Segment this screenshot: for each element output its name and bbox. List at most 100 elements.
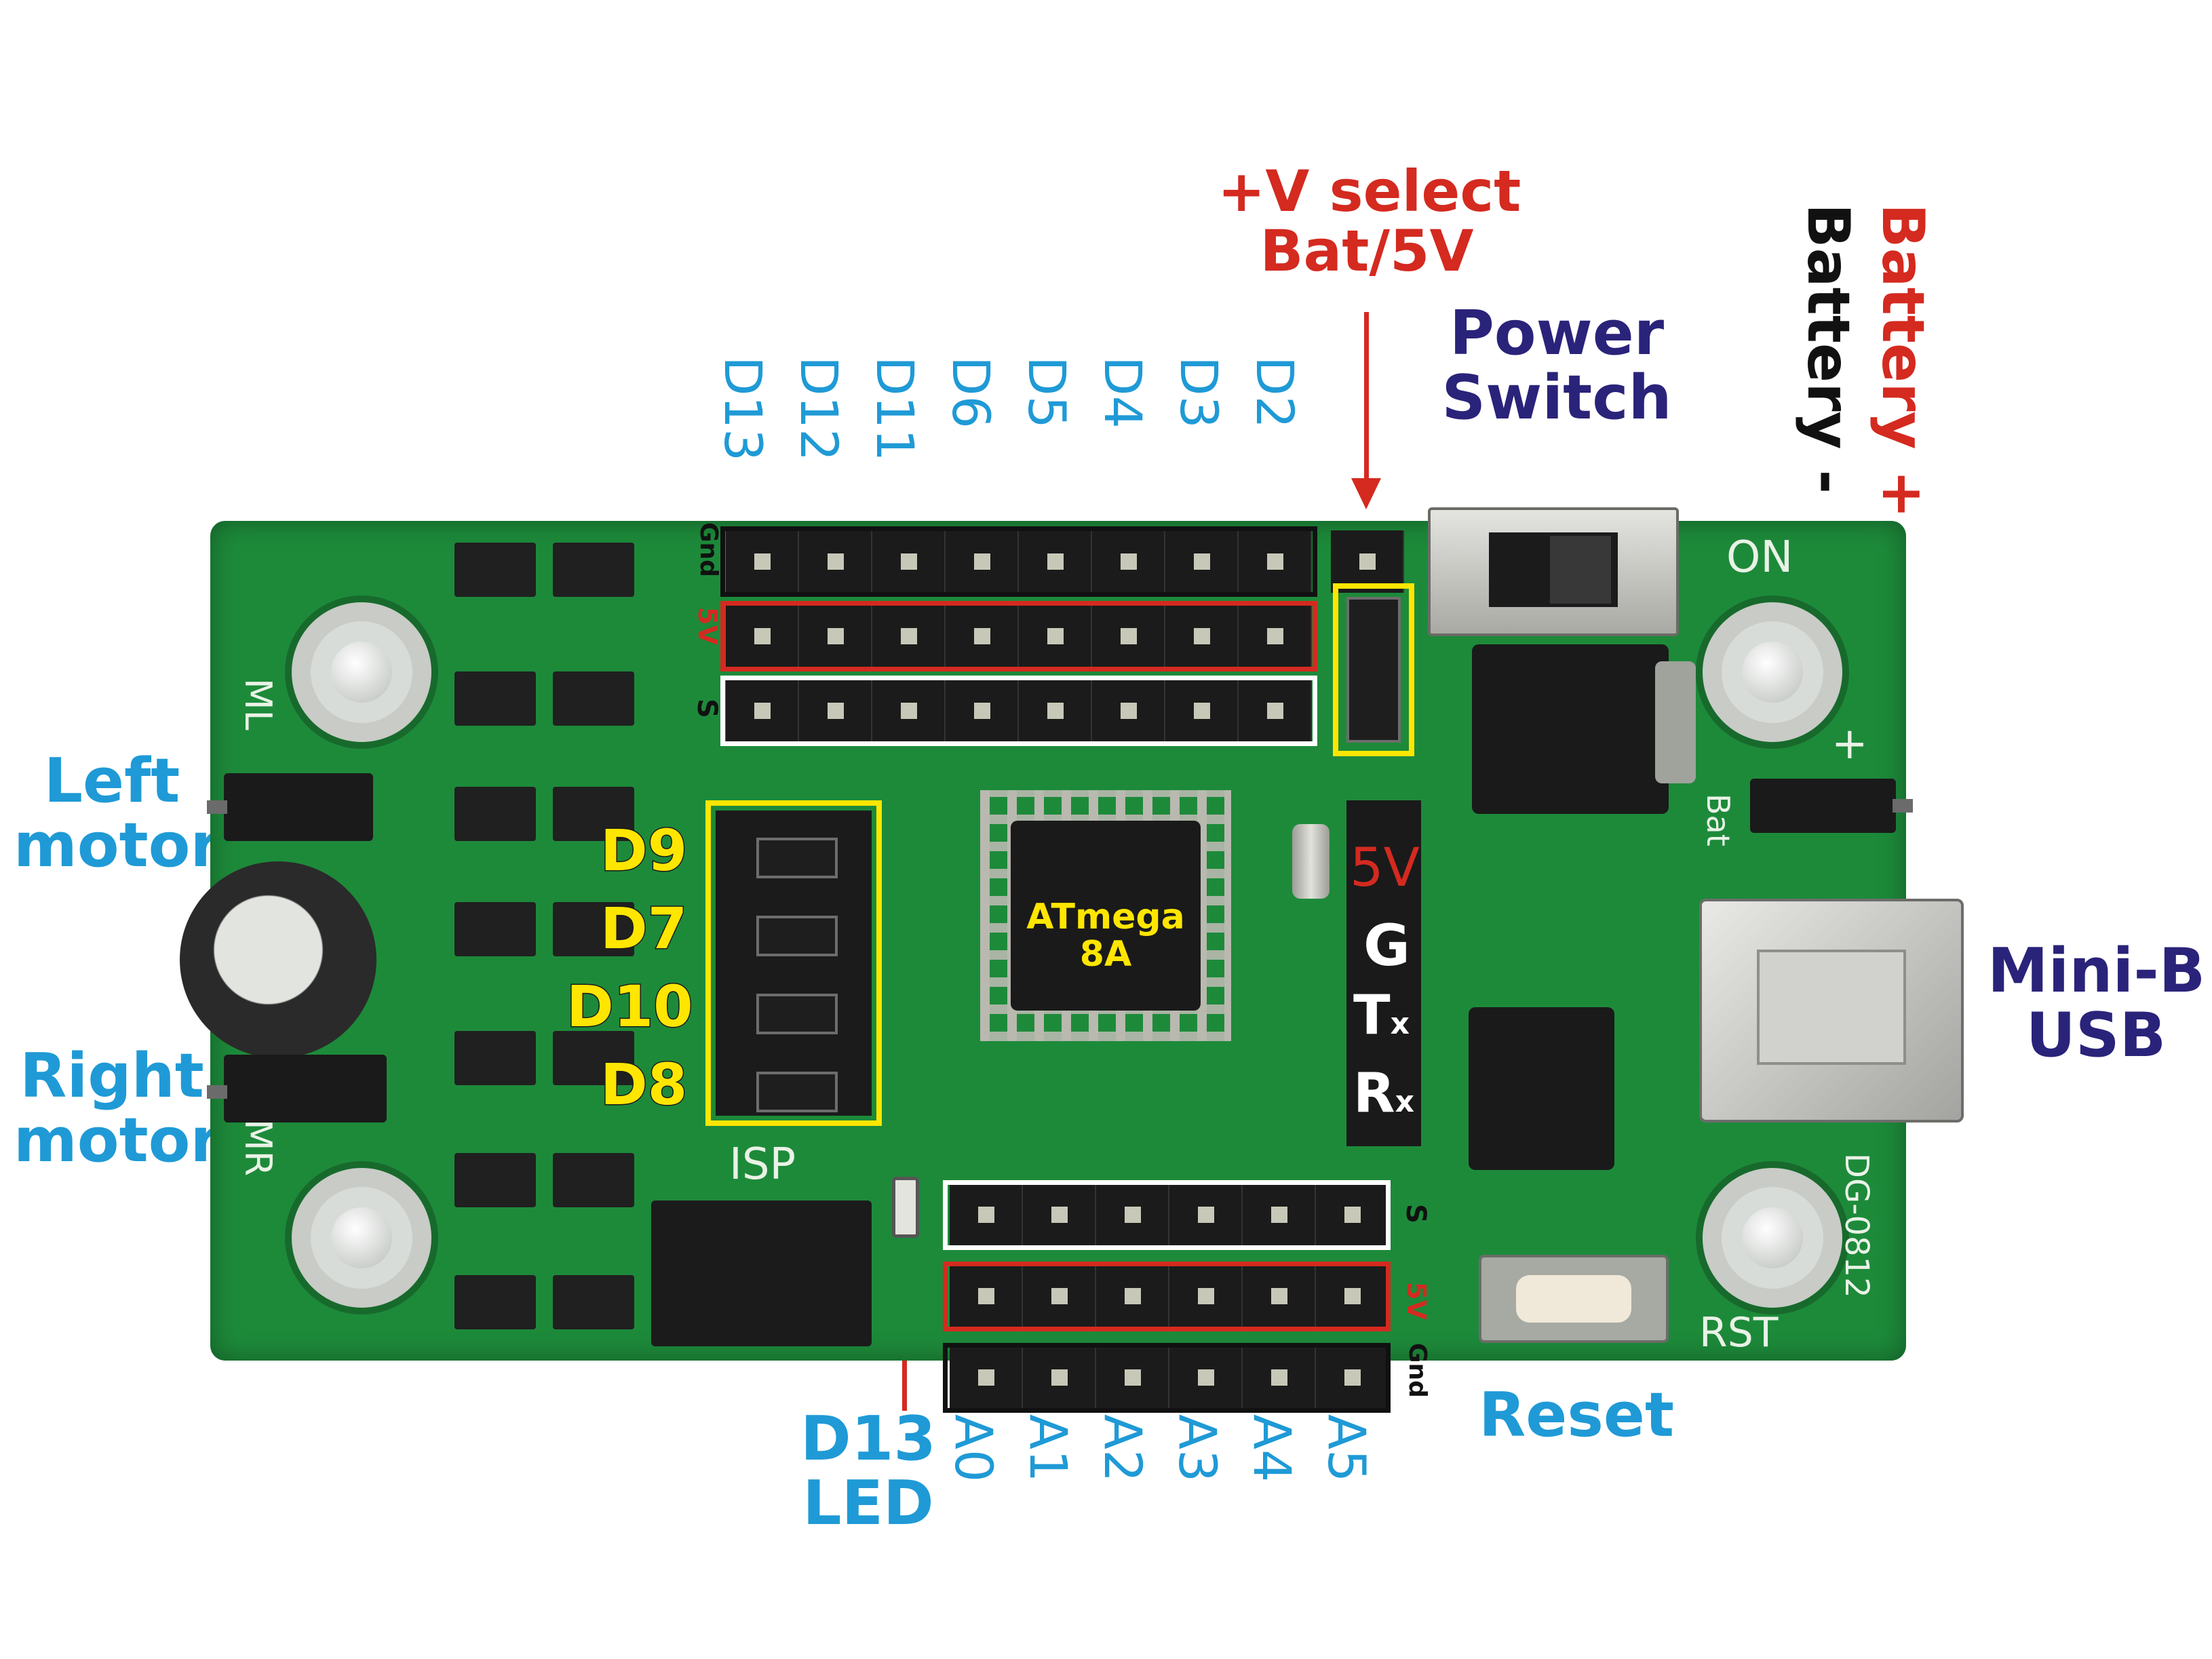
reset-label: Reset xyxy=(1479,1380,1674,1451)
left-motor-line1: Left xyxy=(43,745,180,817)
chip-label-line1: ATmega xyxy=(1026,897,1185,937)
pin-label-d5: D5 xyxy=(1017,356,1077,429)
motor-driver-11 xyxy=(454,1153,536,1207)
pin-label-a4: A4 xyxy=(1242,1414,1302,1483)
usb-interface-ic xyxy=(1469,1007,1614,1170)
motor-driver-8 xyxy=(553,902,634,956)
pin-label-d4: D4 xyxy=(1093,356,1153,429)
silk-plus: + xyxy=(1831,719,1868,769)
power-switch-line2: Switch xyxy=(1441,362,1672,433)
serial-rx: Rx xyxy=(1353,1061,1414,1125)
silk-mr: MR xyxy=(237,1119,279,1177)
chip-label-line2: 8A xyxy=(1079,933,1132,975)
pin-label-d12: D12 xyxy=(789,356,849,462)
v-select-label: +V select Bat/5V xyxy=(1218,158,1521,285)
silk-bat: Bat xyxy=(1700,794,1736,846)
mini-b-line1: Mini-B xyxy=(1987,935,2206,1007)
silk-gnd-bottom: Gnd xyxy=(1403,1343,1431,1398)
mini-b-line2: USB xyxy=(2025,999,2167,1071)
d13-led xyxy=(892,1177,919,1238)
motor-driver-9 xyxy=(454,1031,536,1085)
jumper-d10[interactable] xyxy=(756,994,838,1034)
battery-minus-label: Battery - xyxy=(1794,203,1862,494)
jumper-label-d8: D8 xyxy=(599,1051,688,1118)
right-motor-wire-stub xyxy=(207,1085,227,1099)
voltage-regulator xyxy=(1472,644,1669,814)
mount-hole-tr xyxy=(1703,602,1842,742)
pin-label-d2: D2 xyxy=(1245,356,1305,429)
pin-label-a1: A1 xyxy=(1018,1414,1079,1483)
motor-driver-6 xyxy=(553,787,634,841)
mount-hole-br xyxy=(1703,1168,1842,1308)
silk-ml: ML xyxy=(237,678,279,730)
motor-driver-5 xyxy=(454,787,536,841)
motor-driver-12 xyxy=(553,1153,634,1207)
v-select-line2: Bat/5V xyxy=(1260,218,1474,285)
left-motor-connector[interactable] xyxy=(224,773,373,841)
motor-driver-4 xyxy=(553,671,634,726)
pin-label-a2: A2 xyxy=(1093,1414,1153,1483)
usb-port-opening xyxy=(1757,950,1906,1065)
isp-header[interactable] xyxy=(651,1201,872,1346)
pin-label-a0: A0 xyxy=(944,1414,1004,1483)
highlight-top-gnd xyxy=(720,526,1317,597)
mount-hole-bl xyxy=(292,1168,431,1308)
regulator-tab xyxy=(1655,661,1696,783)
reset-button-cap[interactable] xyxy=(1516,1275,1631,1323)
header-top-5v xyxy=(726,605,1312,667)
header-top-signal xyxy=(726,680,1312,742)
silk-s-top: S xyxy=(691,699,722,718)
left-motor-line2: motor xyxy=(14,809,220,881)
highlight-bottom-5v xyxy=(943,1262,1391,1331)
battery-plus-label: Battery + xyxy=(1869,203,1937,519)
v-select-line1: +V select xyxy=(1218,158,1521,225)
jumper-d9[interactable] xyxy=(756,838,838,878)
silk-on: ON xyxy=(1726,532,1793,583)
silk-model: DG-0812 xyxy=(1838,1153,1876,1298)
d13-led-line1: D13 xyxy=(800,1403,936,1475)
atmega-chip xyxy=(1011,821,1201,1011)
left-motor-label: Left motor xyxy=(14,745,220,881)
motor-driver-1 xyxy=(454,543,536,597)
serial-tx-sub: x xyxy=(1390,1007,1410,1041)
chip-label: ATmega 8A xyxy=(1011,899,1201,973)
silk-rst: RST xyxy=(1699,1309,1779,1357)
jumper-d7[interactable] xyxy=(756,916,838,956)
v-select-arrow xyxy=(1364,312,1369,482)
pin-label-d13: D13 xyxy=(713,356,773,462)
highlight-motor-jumpers xyxy=(705,800,882,1126)
v-select-jumper[interactable] xyxy=(1346,597,1401,743)
left-motor-wire-stub xyxy=(207,800,227,814)
silk-5v-bottom: 5V xyxy=(1401,1282,1431,1320)
header-bottom-5v xyxy=(950,1265,1389,1327)
battery-connector[interactable] xyxy=(1750,779,1896,833)
header-top-gnd xyxy=(726,530,1312,593)
power-switch-label: Power Switch xyxy=(1435,298,1679,433)
header-bottom-signal xyxy=(950,1184,1389,1246)
battery-wire-stub xyxy=(1893,799,1913,813)
motor-driver-3 xyxy=(454,671,536,726)
d13-led-line2: LED xyxy=(802,1467,934,1539)
right-motor-connector[interactable] xyxy=(224,1055,387,1123)
pin-label-d11: D11 xyxy=(865,356,925,462)
highlight-v-select xyxy=(1333,583,1414,756)
serial-5v: 5V xyxy=(1350,838,1420,899)
jumper-d8[interactable] xyxy=(756,1072,838,1112)
serial-g: G xyxy=(1363,912,1410,979)
silk-gnd-top: Gnd xyxy=(695,522,722,577)
header-bottom-gnd xyxy=(950,1346,1389,1409)
power-switch-line1: Power xyxy=(1449,298,1665,369)
right-motor-line2: motor xyxy=(14,1104,220,1176)
power-switch-knob[interactable] xyxy=(1550,536,1611,604)
right-motor-label: Right motor xyxy=(14,1040,220,1176)
pin-label-a5: A5 xyxy=(1317,1414,1377,1483)
mount-hole-tl xyxy=(292,602,431,742)
silk-s-bottom: S xyxy=(1400,1204,1431,1224)
v-select-arrow-head xyxy=(1351,478,1381,509)
motor-driver-10 xyxy=(553,1031,634,1085)
v-select-pin xyxy=(1331,530,1404,593)
pin-label-a3: A3 xyxy=(1167,1414,1228,1483)
highlight-bottom-gnd xyxy=(943,1343,1391,1413)
serial-header xyxy=(1346,800,1421,1146)
right-motor-line1: Right xyxy=(20,1040,204,1112)
